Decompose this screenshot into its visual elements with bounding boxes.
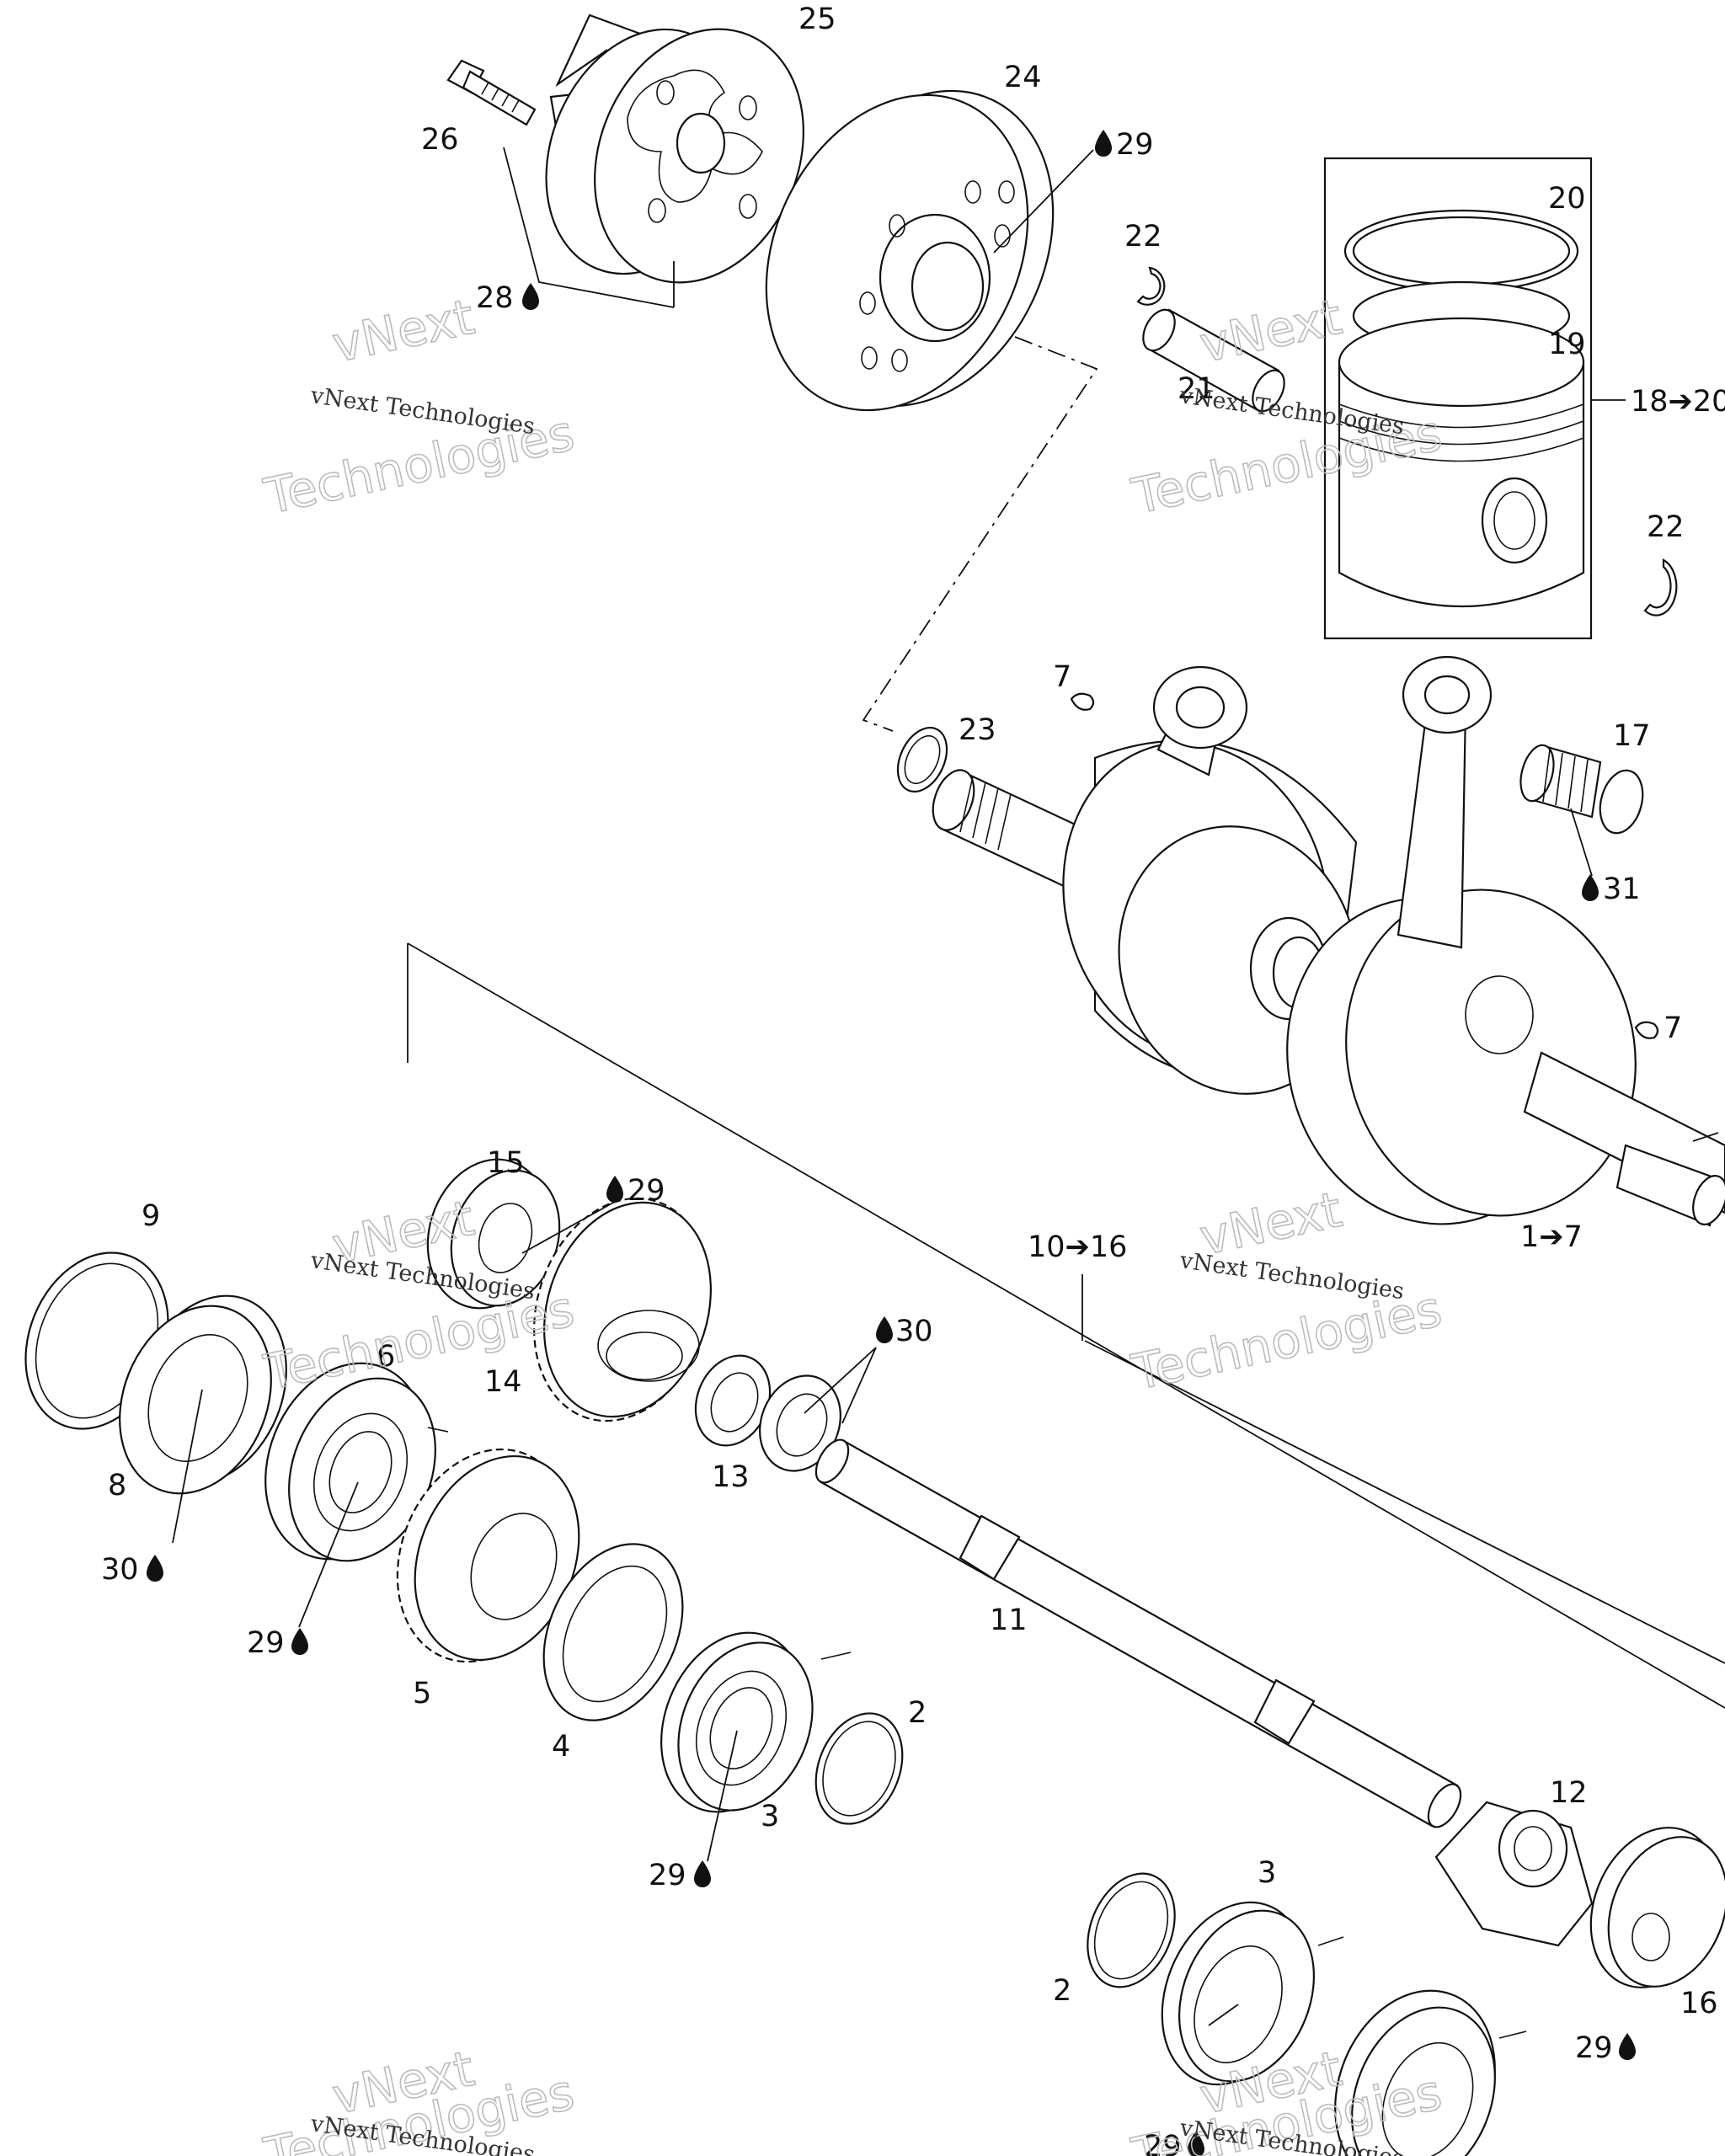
part-26-bolt	[446, 59, 537, 126]
part-23-o-ring	[896, 727, 948, 792]
part-3-bearing-right	[1161, 1901, 1344, 2086]
callout-21: 21	[1178, 372, 1215, 406]
part-21-piston-pin	[1142, 308, 1285, 413]
part-22-circlip-lower	[1643, 558, 1678, 616]
part-2-circlip-left	[814, 1712, 904, 1825]
watermark-top-left: vNext Technologies vNext Technologies	[259, 287, 579, 526]
callout-30a: 30	[895, 1315, 933, 1348]
callout-24: 24	[1004, 61, 1042, 94]
callout-29e: 29	[1575, 2031, 1613, 2065]
part-11-shaft	[814, 1438, 1462, 1828]
part-25-clutch-drum	[545, 13, 804, 284]
drop-icon	[291, 1628, 308, 1655]
part-5-gear	[396, 1448, 580, 1663]
callout-29f: 29	[1144, 2130, 1182, 2156]
part-1-crankshaft	[932, 655, 1725, 1227]
part-24-disc	[765, 89, 1055, 412]
leader-lines	[172, 147, 1719, 2026]
watermark-bottom-left: vNext Technologies vNext Technologies	[259, 2039, 579, 2156]
callout-22b: 22	[1647, 510, 1685, 544]
drop-icon	[876, 1316, 893, 1343]
callout-12: 12	[1550, 1776, 1588, 1810]
part-12-hub	[1434, 1801, 1594, 1947]
drop-icon	[606, 1176, 623, 1203]
callout-13: 13	[712, 1460, 750, 1494]
drop-icon	[522, 283, 539, 310]
callout-29c: 29	[247, 1626, 285, 1660]
part-7-key-upper	[1070, 692, 1095, 711]
callout-7b: 7	[1664, 1011, 1682, 1045]
callout-10-16: 10➔16	[1028, 1230, 1127, 1264]
callout-17: 17	[1613, 719, 1651, 753]
callout-7a: 7	[1053, 660, 1071, 694]
svg-text:vNext Technologies: vNext Technologies	[308, 382, 537, 440]
callout-19: 19	[1548, 328, 1586, 361]
callout-22a: 22	[1124, 220, 1162, 253]
frame-line-diagonal	[407, 942, 1725, 1709]
callout-5: 5	[413, 1677, 431, 1710]
callout-3b: 3	[1258, 1856, 1276, 1890]
drop-icon	[694, 1860, 711, 1887]
callout-2a: 2	[908, 1696, 927, 1730]
callout-4: 4	[552, 1730, 570, 1764]
callout-28: 28	[476, 281, 514, 315]
callout-16: 16	[1680, 1987, 1718, 2020]
drop-icons	[147, 130, 1636, 2156]
callout-29b: 29	[628, 1174, 665, 1208]
callout-1-7: 1➔7	[1520, 1220, 1583, 1254]
drop-icon	[1619, 2033, 1636, 2060]
callouts: 25 24 29 26 28 22 20 19 21 18➔20 22 7 23…	[101, 3, 1725, 2156]
callout-8: 8	[108, 1469, 126, 1502]
callout-18-20: 18➔20	[1631, 385, 1725, 419]
drop-icon	[147, 1555, 163, 1582]
drop-icon	[1188, 2131, 1204, 2156]
frame-line-lower	[1084, 1340, 1725, 1664]
part-3-bearing-left	[660, 1631, 852, 1813]
part-2-circlip-right	[1087, 1872, 1176, 1988]
assembly-dash-line	[862, 336, 1098, 732]
part-13-bushing-a	[694, 1354, 772, 1447]
svg-text:vNext: vNext	[1195, 288, 1347, 374]
part-4-washer	[542, 1543, 684, 1721]
drop-icon	[1095, 130, 1112, 157]
callout-30b: 30	[101, 1553, 139, 1587]
callout-9: 9	[142, 1199, 160, 1233]
callout-29d: 29	[649, 1859, 686, 1892]
part-14-gear	[533, 1197, 712, 1422]
part-7-key-lower	[1634, 1021, 1659, 1039]
callout-31: 31	[1603, 873, 1641, 906]
callout-3a: 3	[761, 1800, 779, 1833]
callout-6: 6	[377, 1340, 395, 1374]
part-bearing-bottom	[1334, 1989, 1527, 2156]
part-17-needle-bearing	[1519, 744, 1644, 835]
callout-29a: 29	[1116, 128, 1154, 162]
part-16-bearing	[1589, 1827, 1725, 1988]
callout-20: 20	[1548, 182, 1586, 216]
callout-11: 11	[990, 1604, 1028, 1637]
callout-2b: 2	[1053, 1974, 1071, 2008]
part-18-piston-kit	[1323, 157, 1626, 640]
part-8-seal	[119, 1294, 287, 1495]
callout-26: 26	[421, 123, 459, 157]
callout-25: 25	[798, 3, 836, 36]
callout-23: 23	[959, 713, 996, 747]
part-15-bearing	[426, 1158, 561, 1310]
callout-15: 15	[487, 1146, 525, 1180]
part-22-circlip-upper	[1136, 266, 1166, 306]
drop-icon	[1582, 874, 1599, 901]
part-6-bearing	[264, 1362, 449, 1562]
callout-14: 14	[484, 1365, 522, 1399]
svg-text:vNext: vNext	[328, 288, 479, 374]
svg-text:vNext Technologies: vNext Technologies	[1178, 1247, 1406, 1305]
